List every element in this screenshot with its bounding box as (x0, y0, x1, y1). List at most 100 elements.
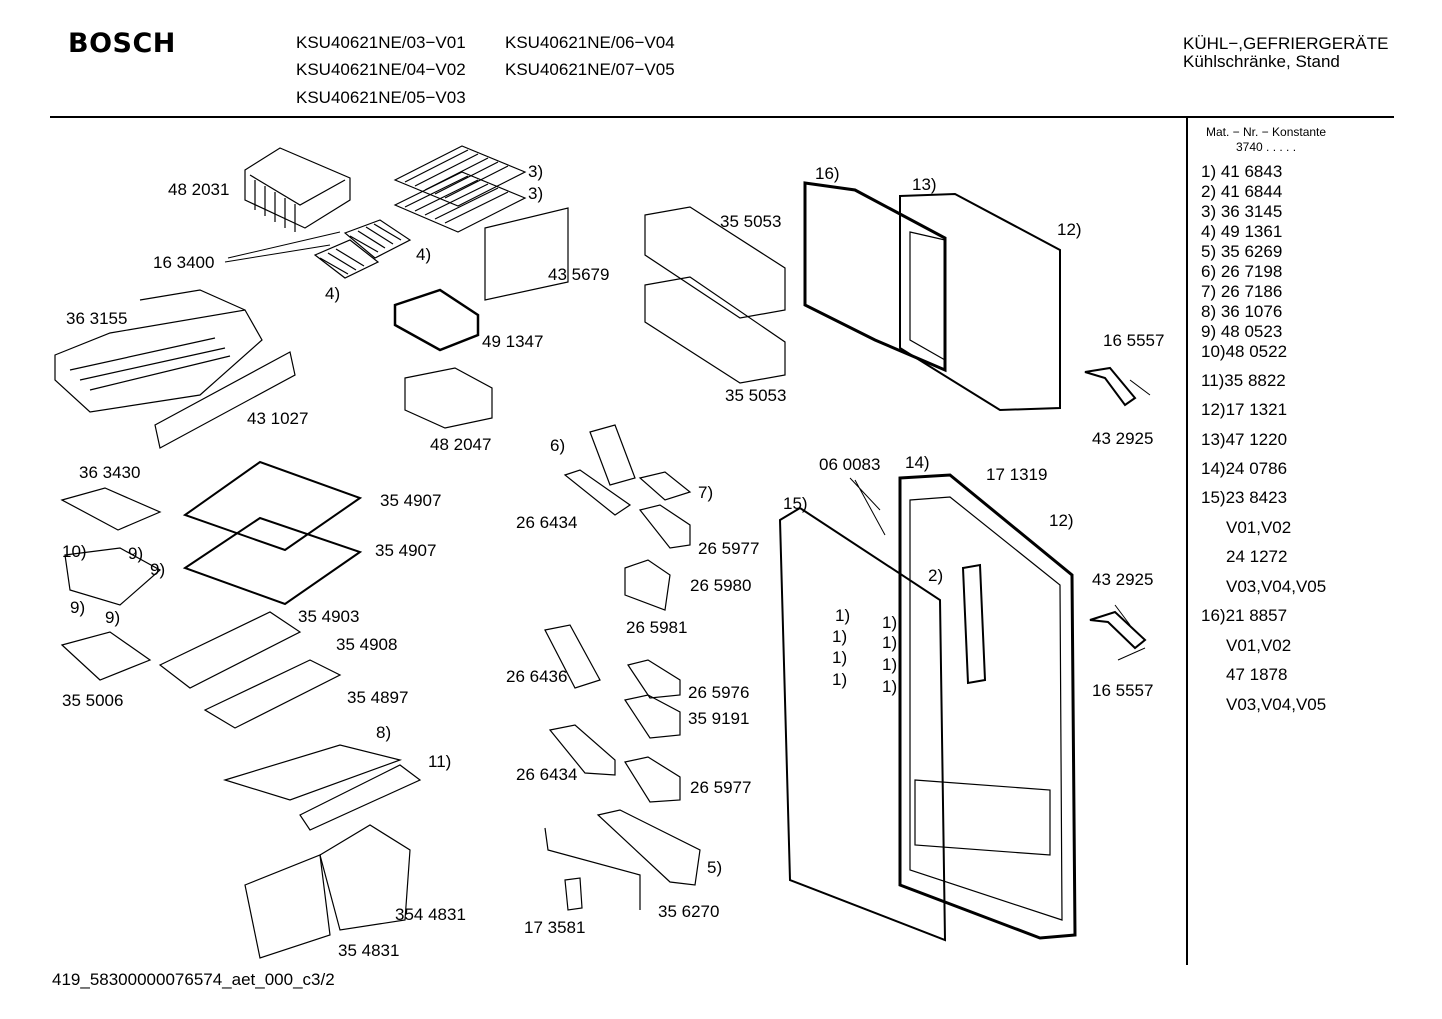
ice-tray-frame (244, 147, 351, 232)
part-callout: 26 6436 (506, 667, 568, 686)
mat-value: 3740 . . . . . (1236, 140, 1297, 154)
part-callout: 15) (783, 494, 808, 513)
crisper-strip (299, 764, 422, 831)
vegetable-drawer (319, 824, 411, 931)
part-number-entry: 11)35 8822 (1201, 371, 1286, 390)
part-callout: 4) (416, 245, 432, 264)
sidebar-rule (1186, 117, 1188, 965)
flap-panel (484, 207, 569, 301)
part-callout: 26 6434 (516, 513, 578, 532)
part-number-entry: 14)24 0786 (1201, 459, 1288, 478)
part-callout: 5) (707, 858, 723, 877)
part-callout: 06 0083 (819, 455, 881, 474)
part-number-entry: 10)48 0522 (1201, 342, 1288, 361)
part-callout: 35 4908 (336, 635, 398, 654)
part-callout: 26 5977 (690, 778, 752, 797)
part-callout: 1) (835, 606, 851, 625)
category-title: KÜHL−,GEFRIERGERÄTE (1183, 34, 1389, 53)
upper-door (803, 181, 1061, 412)
part-callout: 9) (105, 608, 121, 627)
part-number-entry: 4) 49 1361 (1201, 222, 1283, 241)
part-number-entry: 9) 48 0523 (1201, 322, 1283, 341)
part-callout: 3) (528, 162, 544, 181)
part-number-entry: 6) 26 7198 (1201, 262, 1283, 281)
part-callout: 1) (882, 655, 898, 674)
divider-grid (64, 547, 162, 606)
part-number-entry: 1) 41 6843 (1201, 162, 1283, 181)
part-callout: 35 5053 (720, 212, 782, 231)
brand-logo: BOSCH (68, 28, 176, 59)
part-callout: 35 4897 (347, 688, 409, 707)
part-callout: 1) (882, 633, 898, 652)
part-number-entry: 16)21 8857 (1201, 606, 1288, 625)
part-callout: 49 1347 (482, 332, 544, 351)
leader-line (849, 477, 886, 536)
part-callout: 354 4831 (395, 905, 466, 924)
part-callout: 35 9191 (688, 709, 750, 728)
part-number-entry: V01,V02 (1226, 636, 1292, 655)
vegetable-drawer (244, 854, 331, 959)
part-number-entry: V01,V02 (1226, 518, 1292, 537)
part-callout: 35 4903 (298, 607, 360, 626)
part-callout: 1) (882, 677, 898, 696)
part-callout: 35 4907 (380, 491, 442, 510)
part-callout: 1) (882, 613, 898, 632)
part-number-entry: 5) 35 6269 (1201, 242, 1283, 261)
part-number-entry: 13)47 1220 (1201, 430, 1288, 449)
part-callout: 12) (1057, 220, 1082, 239)
part-callout: 16 5557 (1092, 681, 1154, 700)
part-callout: 26 6434 (516, 765, 578, 784)
door-handle (1089, 610, 1147, 650)
part-callout: 35 4831 (338, 941, 400, 960)
part-callout: 48 2031 (168, 180, 230, 199)
door-rack (644, 206, 786, 384)
part-callout: 43 2925 (1092, 570, 1154, 589)
part-callout: 17 3581 (524, 918, 586, 937)
model-number: KSU40621NE/05−V03 (296, 88, 466, 107)
part-callout: 1) (832, 670, 848, 689)
part-callout: 16 5557 (1103, 331, 1165, 350)
part-callout: 26 5977 (698, 539, 760, 558)
main-door (898, 473, 1077, 940)
part-callout: 43 2925 (1092, 429, 1154, 448)
part-callout: 4) (325, 284, 341, 303)
part-callout: 35 5053 (725, 386, 787, 405)
part-callout: 1) (832, 648, 848, 667)
part-callout: 7) (698, 483, 714, 502)
part-callout: 36 3155 (66, 309, 128, 328)
part-callout: 43 1027 (247, 409, 309, 428)
part-callout: 11) (428, 752, 452, 771)
part-number-entry: 47 1878 (1226, 665, 1288, 684)
part-callout: 35 6270 (658, 902, 720, 921)
mat-header: Mat. − Nr. − Konstante (1206, 125, 1327, 139)
part-callout: 12) (1049, 511, 1074, 530)
part-number-entry: V03,V04,V05 (1226, 695, 1327, 714)
wire-shelf (393, 145, 527, 233)
door-shelf (544, 424, 701, 911)
leader-line (1114, 379, 1151, 661)
document-footer: 419_58300000076574_aet_000_c3/2 (52, 970, 335, 989)
part-callout: 26 5981 (626, 618, 688, 637)
category-subtitle: Kühlschränke, Stand (1183, 52, 1340, 71)
part-number-entry: 3) 36 3145 (1201, 202, 1283, 221)
tray-holder (393, 288, 480, 352)
freezer-drawer (54, 289, 263, 413)
part-callout: 35 5006 (62, 691, 124, 710)
part-callout: 9) (128, 544, 144, 563)
part-callout: 17 1319 (986, 465, 1048, 484)
part-callout: 3) (528, 184, 544, 203)
part-callout: 36 3430 (79, 463, 141, 482)
ice-tray (313, 219, 412, 279)
part-callout: 9) (70, 598, 86, 617)
door-gasket (778, 506, 947, 942)
part-number-entry: 15)23 8423 (1201, 488, 1288, 507)
part-callout: 9) (150, 560, 166, 579)
part-number-entry: V03,V04,V05 (1226, 577, 1327, 596)
part-number-entry: 12)17 1321 (1201, 400, 1288, 419)
part-callout: 14) (905, 453, 930, 472)
header-rule (50, 116, 1394, 118)
part-callout: 2) (928, 566, 944, 585)
part-callout: 1) (832, 627, 848, 646)
model-number: KSU40621NE/03−V01 (296, 33, 466, 52)
part-callout: 6) (550, 436, 566, 455)
